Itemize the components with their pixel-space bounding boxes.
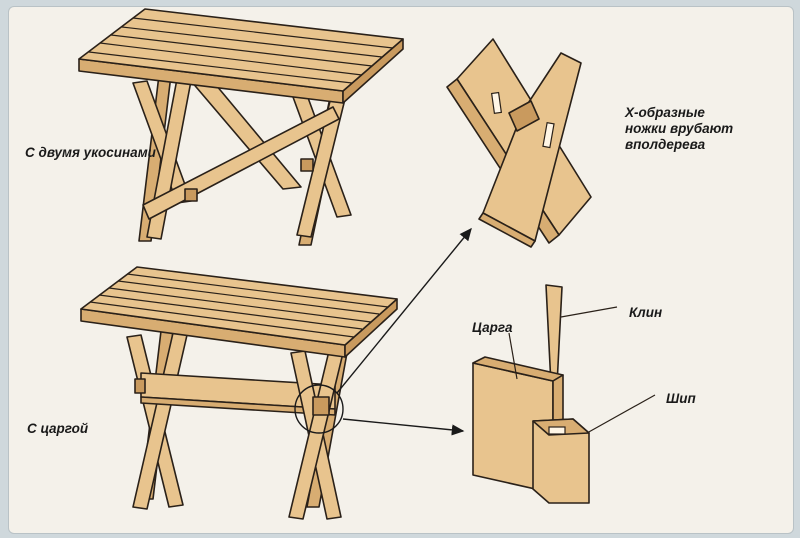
slot-b (542, 121, 555, 149)
folding-table-diagram: .w { fill: #e8c48e; stroke: #2a2119; str… (78, 8, 656, 520)
table-with-apron (80, 266, 398, 520)
detail-apron-tenon-wedge (472, 284, 656, 504)
label-apron-part: Царга (472, 320, 513, 335)
wedge-piece (545, 284, 563, 386)
table2-tenon-end-left (134, 378, 146, 394)
x-leg-board-b (482, 52, 582, 242)
table-with-two-braces (78, 8, 404, 246)
arrow-to-joint (342, 418, 465, 436)
table1-block-right (300, 158, 314, 172)
table2-apron-bottom (140, 396, 336, 416)
table1-block-left (184, 188, 198, 202)
label-tenon: Шип (666, 391, 696, 406)
illustration-panel: .w { fill: #e8c48e; stroke: #2a2119; str… (8, 6, 794, 534)
pointer-apron (508, 332, 518, 380)
pointer-tenon (586, 394, 656, 434)
detail-magnifier-circle (294, 384, 344, 434)
x-leg-board-b-edge (478, 212, 536, 248)
arrow-to-x-legs (336, 227, 472, 394)
label-with-apron: С царгой (27, 421, 89, 436)
pointer-wedge (560, 306, 618, 318)
label-two-braces: С двумя укосинами (25, 145, 156, 160)
tenon-wedge-slot (548, 426, 566, 435)
detail-x-legs-half-lap (446, 38, 592, 248)
table2-tenon-end (312, 396, 330, 416)
slot-a (490, 91, 503, 114)
label-x-legs: X-образные ножки врубают вполдерева (625, 105, 734, 152)
label-wedge: Клин (629, 305, 663, 320)
half-lap-notch (508, 100, 540, 132)
